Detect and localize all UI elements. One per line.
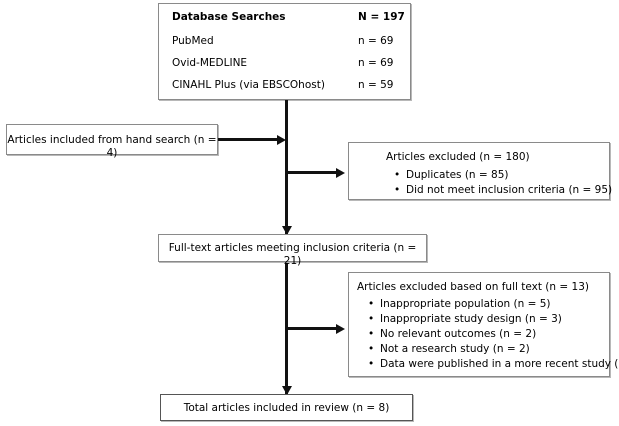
articles-excluded-box <box>348 142 610 200</box>
source-count-pubmed: n = 69 <box>358 35 394 47</box>
articles-excluded-reason: • Duplicates (n = 85) <box>394 168 509 183</box>
excluded-connector <box>287 171 337 174</box>
hand-search-box: Articles included from hand search (n = … <box>6 124 218 159</box>
source-count-ovid-medline: n = 69 <box>358 57 394 69</box>
fulltext-excluded-reason: • Inappropriate study design (n = 3) <box>368 312 562 327</box>
fulltext-excluded-heading: Articles excluded based on full text (n … <box>357 281 589 293</box>
source-count-cinahl-plus: n = 59 <box>358 79 394 91</box>
articles-excluded-heading: Articles excluded (n = 180) <box>386 151 530 163</box>
main-vertical-connector-lower <box>285 262 288 394</box>
fulltext-excluded-reason-text: Data were published in a more recent stu… <box>380 358 619 370</box>
fulltext-excluded-reason-text: Inappropriate study design (n = 3) <box>380 313 562 325</box>
main-vertical-connector <box>285 100 288 234</box>
bullet-icon: • <box>394 184 401 196</box>
arrow-down-to-total-icon <box>281 386 292 395</box>
source-label-cinahl-plus: CINAHL Plus (via EBSCOhost) <box>172 79 325 91</box>
articles-excluded-reason-text: Did not meet inclusion criteria (n = 95) <box>406 184 613 196</box>
fulltext-excluded-connector <box>287 327 337 330</box>
fulltext-excluded-reason: • Not a research study (n = 2) <box>368 342 530 357</box>
bullet-icon: • <box>368 328 375 340</box>
fulltext-excluded-reason: • Data were published in a more recent st… <box>368 357 619 372</box>
articles-excluded-reason-text: Duplicates (n = 85) <box>406 169 509 181</box>
database-searches-box <box>158 3 411 100</box>
arrow-right-fulltext-excluded-icon <box>336 323 345 334</box>
database-searches-total: N = 197 <box>358 11 405 23</box>
bullet-icon: • <box>368 313 375 325</box>
arrow-right-hand-search-icon <box>277 134 286 145</box>
fulltext-articles-label: Full-text articles meeting inclusion cri… <box>168 242 417 267</box>
bullet-icon: • <box>368 343 375 355</box>
source-label-pubmed: PubMed <box>172 35 214 47</box>
fulltext-excluded-box <box>348 272 610 377</box>
fulltext-excluded-reason-text: No relevant outcomes (n = 2) <box>380 328 537 340</box>
hand-search-connector <box>218 138 278 141</box>
fulltext-excluded-reason-text: Not a research study (n = 2) <box>380 343 530 355</box>
bullet-icon: • <box>368 298 375 310</box>
arrow-right-excluded-icon <box>336 167 345 178</box>
source-label-ovid-medline: Ovid-MEDLINE <box>172 57 248 69</box>
hand-search-label: Articles included from hand search (n = … <box>7 134 217 159</box>
fulltext-excluded-reason: • No relevant outcomes (n = 2) <box>368 327 536 342</box>
fulltext-excluded-reason: • Inappropriate population (n = 5) <box>368 297 551 312</box>
total-included-label: Total articles included in review (n = 8… <box>183 402 390 414</box>
total-included-box: Total articles included in review (n = 8… <box>160 394 413 421</box>
fulltext-excluded-reason-text: Inappropriate population (n = 5) <box>380 298 551 310</box>
articles-excluded-reason: • Did not meet inclusion criteria (n = 95… <box>394 183 612 198</box>
database-searches-title: Database Searches <box>172 11 286 23</box>
bullet-icon: • <box>394 169 401 181</box>
arrow-down-to-fulltext-icon <box>281 226 292 235</box>
fulltext-articles-box: Full-text articles meeting inclusion cri… <box>158 234 427 267</box>
bullet-icon: • <box>368 358 375 370</box>
